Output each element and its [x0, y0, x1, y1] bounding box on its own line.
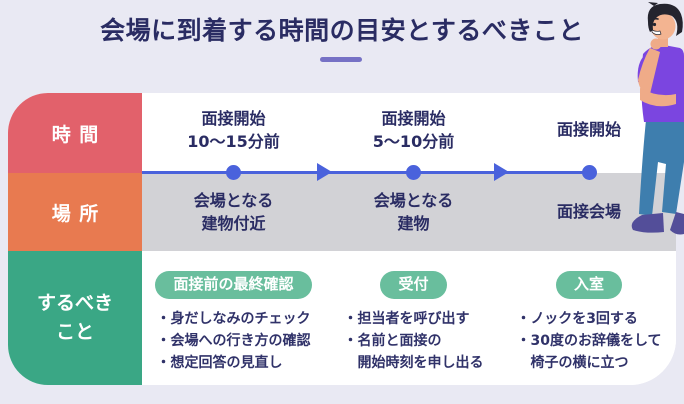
timeline-arrow-1: [317, 163, 332, 181]
place-cell-stage2: 会場となる 建物: [325, 173, 502, 251]
time-cell-stage1: 面接開始 10〜15分前: [142, 93, 325, 173]
header: 会場に到着する時間の目安とするべきこと: [0, 0, 684, 47]
row-header-todo: するべき こと: [8, 251, 142, 385]
timeline-arrow-2: [494, 163, 509, 181]
timeline-dot-1: [226, 165, 241, 180]
time-text-stage2: 面接開始 5〜10分前: [372, 108, 455, 151]
schedule-table: 時間 場所 するべき こと 面接開始 10〜15分前 面接開始 5〜10分前 面…: [8, 93, 676, 385]
place-text-stage1: 会場となる 建物付近: [193, 190, 274, 233]
row-header-place-label: 場所: [51, 202, 107, 225]
timeline-dot-2: [406, 165, 421, 180]
row-header-time: 時間: [8, 93, 142, 173]
todo-cell-stage2: 受付 ・担当者を呼び出す ・名前と面接の 開始時刻を申し出る: [325, 251, 502, 385]
todo-cell-stage3: 入室 ・ノックを3回する ・30度のお辞儀をして 椅子の横に立つ: [502, 251, 676, 385]
title-underline: [320, 57, 362, 62]
time-text-stage1: 面接開始 10〜15分前: [187, 108, 280, 151]
row-header-todo-label: するべき こと: [36, 291, 113, 343]
place-cell-stage1: 会場となる 建物付近: [142, 173, 325, 251]
row-header-place: 場所: [8, 173, 142, 251]
todo-list-stage1: ・身だしなみのチェック ・会場への行き方の確認 ・想定回答の見直し: [156, 310, 311, 371]
step-badge-stage3: 入室: [555, 271, 622, 299]
row-header-time-label: 時間: [51, 123, 107, 146]
time-cell-stage2: 面接開始 5〜10分前: [325, 93, 502, 173]
step-badge-stage2: 受付: [380, 271, 447, 299]
todo-cell-stage1: 面接前の最終確認 ・身だしなみのチェック ・会場への行き方の確認 ・想定回答の見…: [142, 251, 325, 385]
step-badge-stage1: 面接前の最終確認: [155, 271, 312, 299]
timeline-line: [142, 171, 589, 174]
place-text-stage2: 会場となる 建物: [373, 190, 454, 233]
page-title: 会場に到着する時間の目安とするべきこと: [100, 16, 584, 45]
todo-list-stage3: ・ノックを3回する ・30度のお辞儀をして 椅子の横に立つ: [516, 310, 662, 371]
todo-list-stage2: ・担当者を呼び出す ・名前と面接の 開始時刻を申し出る: [343, 310, 484, 371]
place-text-stage3: 面接会場: [556, 202, 621, 222]
thinking-person-illustration: [631, 2, 684, 235]
timeline-dot-3: [582, 165, 597, 180]
time-text-stage3: 面接開始: [556, 120, 621, 140]
